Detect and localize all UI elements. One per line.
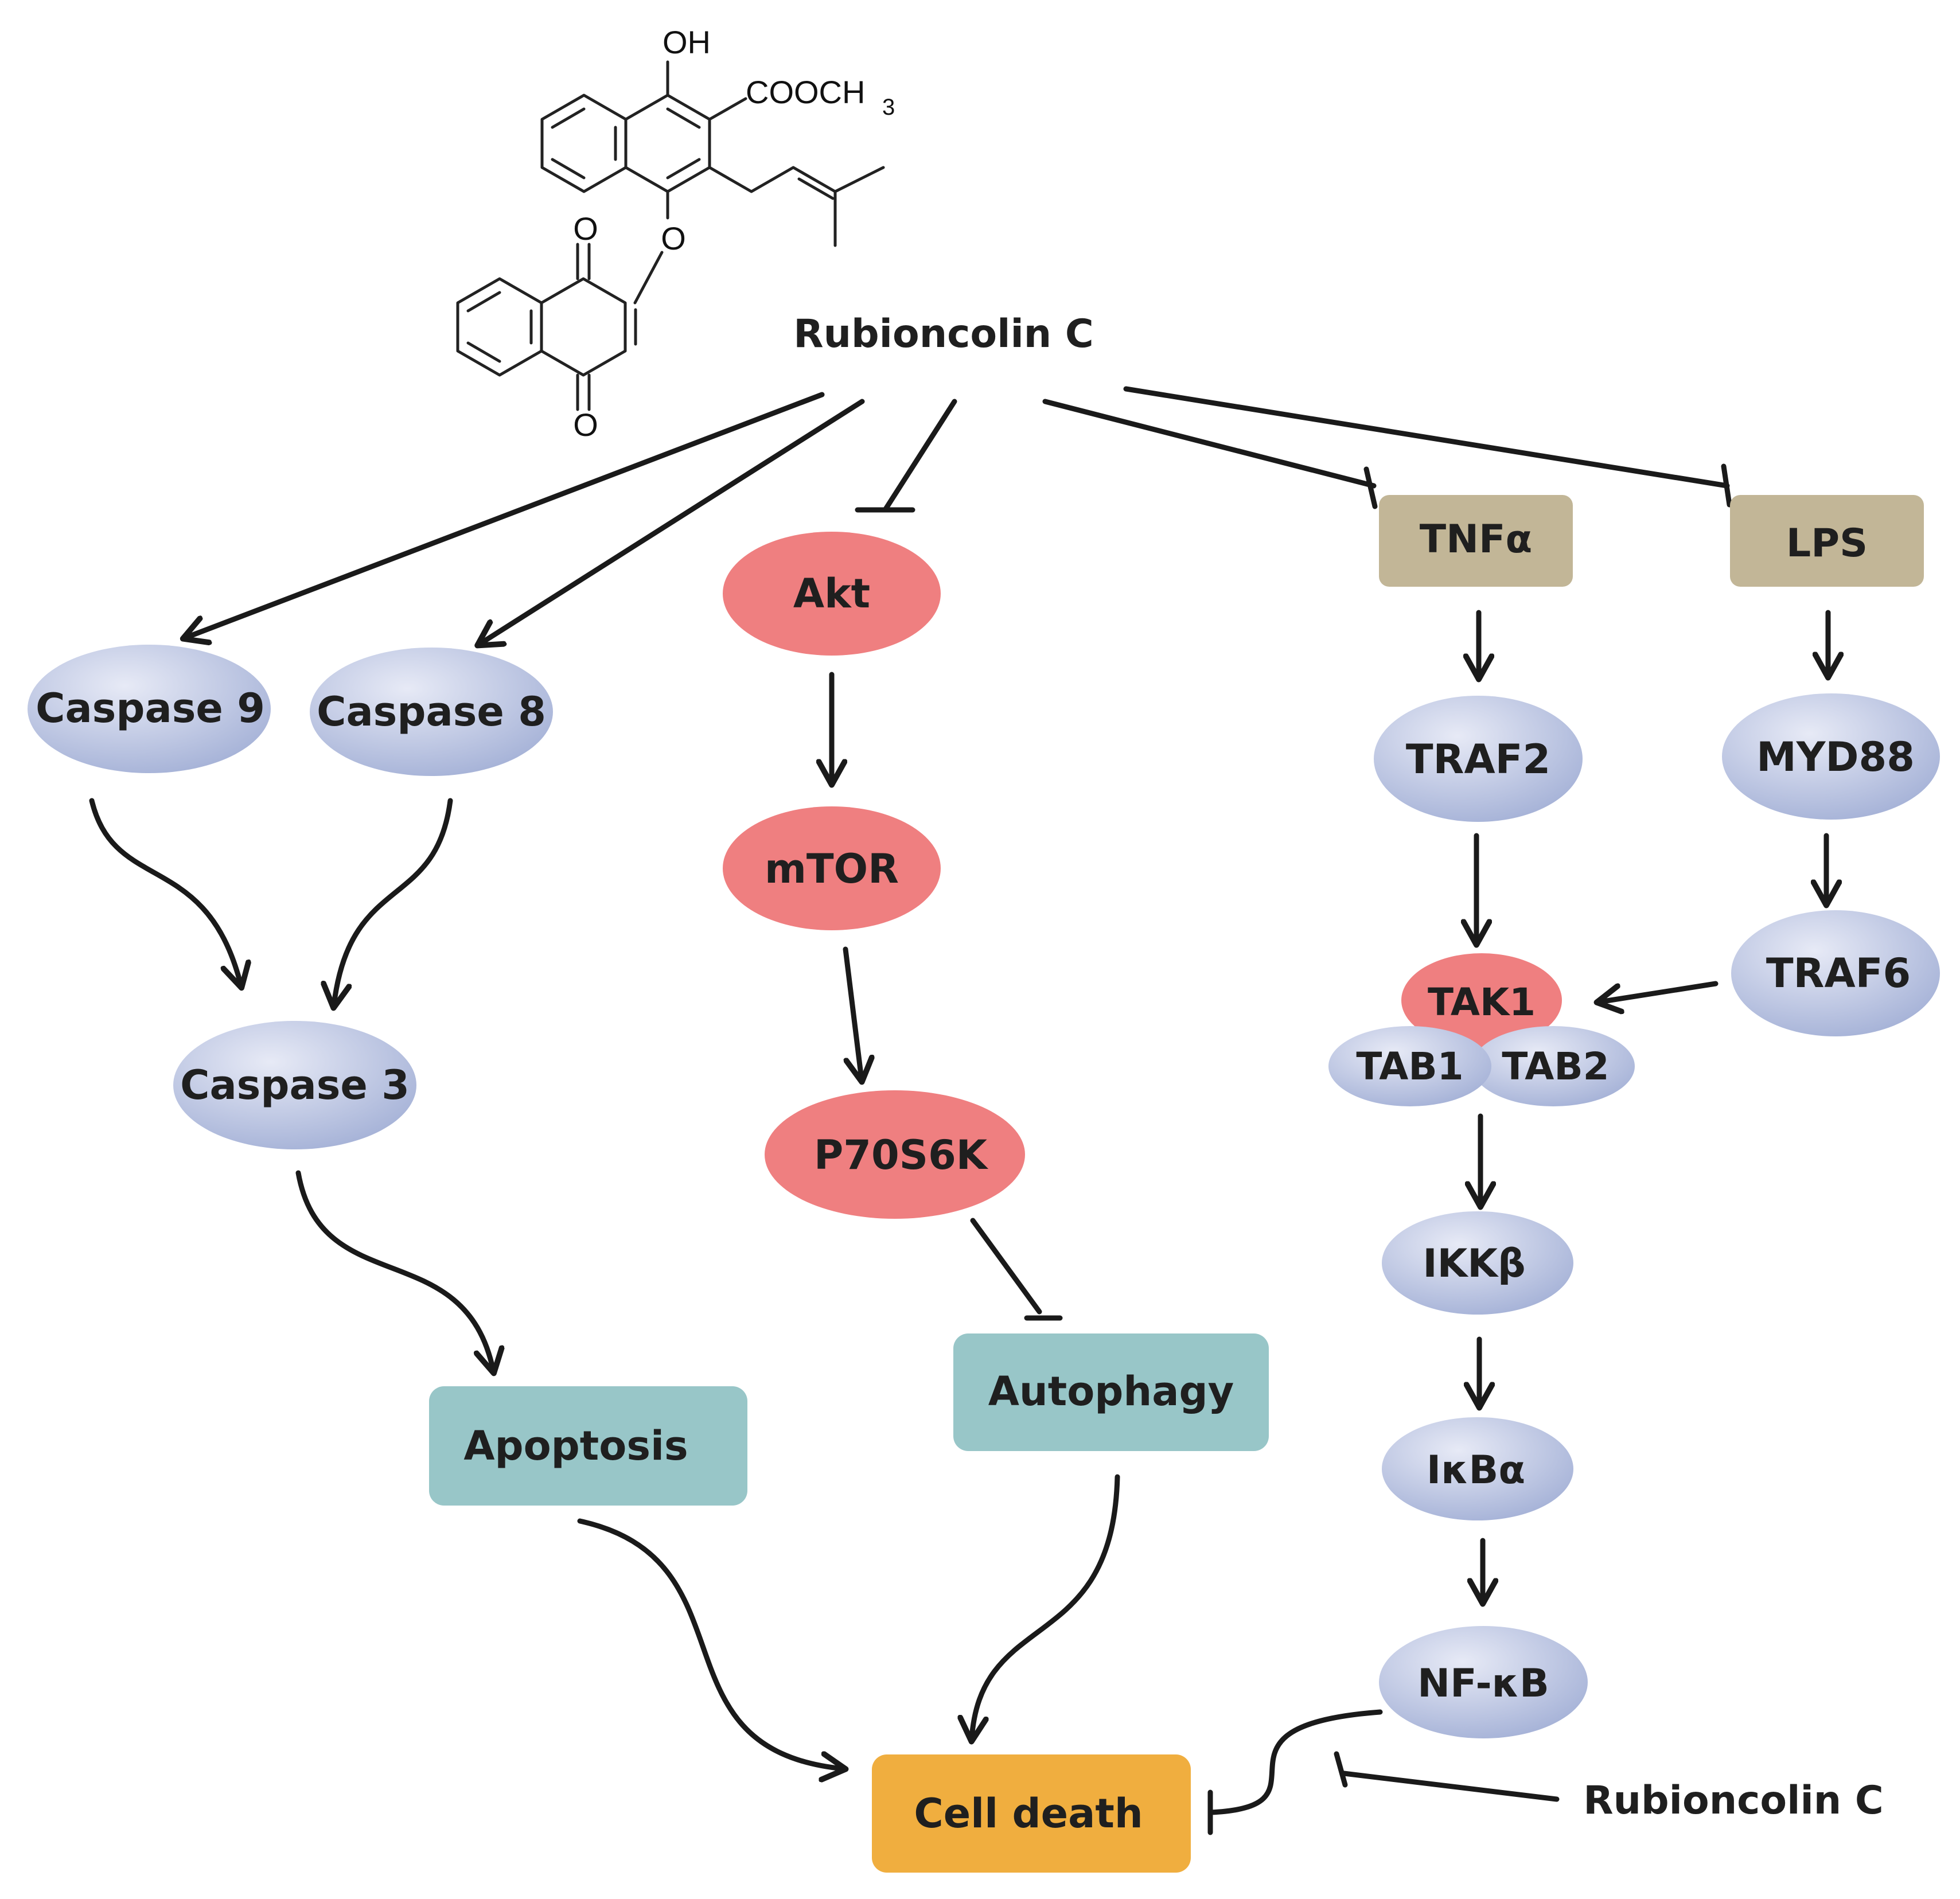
inhibit-p70s6k-autophagy: [970, 1218, 1042, 1315]
inhibit-bar-tnfa: [1363, 466, 1378, 509]
inhibit-compound-nfkb: [1341, 1771, 1560, 1802]
traf6-label: TRAF6: [1766, 950, 1911, 997]
node-caspase8: Caspase 8: [310, 648, 553, 776]
hydroxyl-label: OH: [663, 24, 711, 60]
ester-label: COOCH: [746, 74, 865, 110]
node-lps: LPS: [1730, 495, 1924, 587]
edge-caspase9-caspase3: [89, 798, 241, 985]
inhibit-compound-lps: [1123, 386, 1730, 489]
node-traf2: TRAF2: [1374, 696, 1583, 822]
node-akt: Akt: [723, 532, 941, 656]
caspase8-label: Caspase 8: [317, 688, 546, 735]
apoptosis-label: Apoptosis: [463, 1422, 688, 1469]
edge-caspase8-caspase3: [334, 798, 453, 1005]
traf2-label: TRAF2: [1406, 736, 1550, 783]
inhibit-nfkb-celldeath: [1207, 1709, 1383, 1815]
tak1-label: TAK1: [1428, 980, 1536, 1024]
tab1-label: TAB1: [1356, 1044, 1463, 1089]
autophagy-label: Autophagy: [988, 1368, 1234, 1415]
lps-label: LPS: [1786, 521, 1868, 566]
compound-name-label: Rubioncolin C: [793, 311, 1094, 357]
node-cell-death: Cell death: [872, 1754, 1191, 1873]
edge-apoptosis-celldeath: [577, 1518, 843, 1769]
node-traf6: TRAF6: [1731, 910, 1940, 1036]
caspase3-label: Caspase 3: [180, 1062, 410, 1109]
node-caspase9: Caspase 9: [28, 645, 271, 773]
node-apoptosis: Apoptosis: [429, 1386, 747, 1506]
edge-caspase3-apoptosis: [295, 1170, 493, 1371]
rubioncolin-c-structure: OH COOCH 3 O O O: [456, 24, 895, 443]
node-mtor: mTOR: [723, 806, 941, 930]
caspase9-label: Caspase 9: [36, 685, 265, 732]
keto-oxygen-bottom-label: O: [573, 407, 598, 443]
p70s6k-label: P70S6K: [814, 1132, 989, 1179]
node-autophagy: Autophagy: [953, 1333, 1269, 1451]
node-tak1: [1401, 953, 1562, 1047]
tnfa-label: TNFα: [1420, 517, 1532, 562]
ikba-label: IκBα: [1427, 1448, 1525, 1493]
inhibit-compound-akt: [882, 399, 957, 513]
tab2-label: TAB2: [1502, 1044, 1609, 1089]
nfkb-label: NF-κB: [1417, 1661, 1549, 1706]
tak1-complex: TAK1 TAB2 TAB1: [1328, 953, 1635, 1106]
node-nfkb: NF-κB: [1379, 1626, 1588, 1738]
node-tab1: [1328, 1026, 1491, 1106]
edges: [89, 386, 1828, 1835]
node-p70s6k: P70S6K: [765, 1090, 1025, 1219]
compound-name-label-bottom: Rubioncolin C: [1583, 1778, 1884, 1823]
myd88-label: MYD88: [1756, 734, 1915, 781]
akt-label: Akt: [793, 570, 870, 617]
edge-mtor-p70s6k: [843, 946, 862, 1079]
inhibit-compound-tnfa: [1042, 399, 1377, 489]
node-ikkb: IKKβ: [1382, 1211, 1573, 1315]
ikkb-label: IKKβ: [1423, 1241, 1525, 1286]
edge-autophagy-celldeath: [972, 1474, 1120, 1739]
edge-traf6-tak1: [1599, 981, 1719, 1002]
edge-compound-caspase9: [185, 392, 825, 638]
node-tab2: [1472, 1026, 1635, 1106]
node-tnfa: TNFα: [1379, 495, 1573, 587]
inhibit-bar-lps: [1721, 463, 1732, 508]
edge-compound-caspase8: [480, 399, 865, 644]
cell-death-label: Cell death: [914, 1790, 1143, 1837]
node-myd88: MYD88: [1722, 693, 1940, 820]
node-caspase3: Caspase 3: [173, 1021, 416, 1149]
keto-oxygen-top-label: O: [573, 210, 598, 247]
node-ikba: IκBα: [1382, 1417, 1573, 1520]
mtor-label: mTOR: [765, 845, 899, 892]
ester-subscript: 3: [882, 95, 895, 120]
inhibit-bar-nfkb: [1334, 1751, 1348, 1788]
ether-oxygen-label: O: [661, 220, 686, 256]
